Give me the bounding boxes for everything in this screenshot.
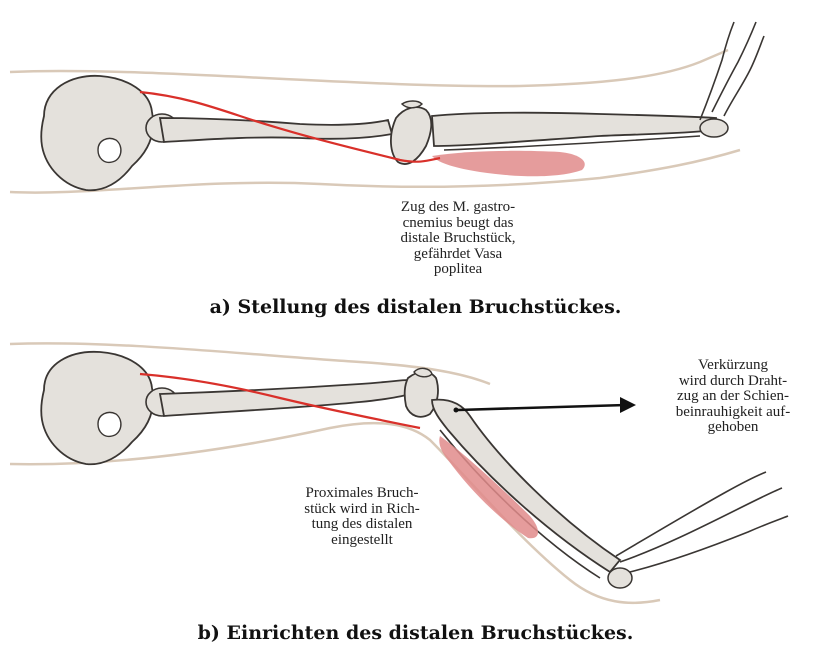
panel-a-annotation-line-1: Zug des M. gastro- [358,200,558,216]
panel-b-annotation-right-line-3: zug an der Schien- [638,389,828,405]
panel-b-pelvis [41,352,153,464]
panel-a-foot [700,22,764,120]
panel-b-annotation-right-line-2: wird durch Draht- [638,374,828,390]
panel-b-femur-proximal [160,380,410,416]
panel-a-annotation-line-5: poplitea [358,262,558,278]
panel-a-gastrocnemius [432,151,585,176]
panel-a-caption: a) Stellung des distalen Bruchstückes. [0,296,831,318]
panel-a-annotation: Zug des M. gastro- cnemius beugt das dis… [358,200,558,278]
panel-b-annotation-right-line-4: beinrauhigkeit auf- [638,405,828,421]
panel-b-annotation-left-line-4: eingestellt [252,533,472,549]
panel-b-annotation-right: Verkürzung wird durch Draht- zug an der … [638,358,828,436]
panel-b-annotation-right-line-1: Verkürzung [638,358,828,374]
panel-b-patella [414,368,432,376]
panel-a-tibia [432,113,716,146]
panel-a-annotation-line-4: gefährdet Vasa [358,247,558,263]
traction-arrow-origin [454,408,459,413]
panel-b-femur-distal-fragment [405,372,438,417]
panel-a-pelvis [41,76,153,190]
panel-a-heel [700,119,728,137]
panel-a-femur-distal-fragment [391,107,431,164]
panel-b-annotation-left-line-1: Proximales Bruch- [252,486,472,502]
panel-a-drawing [10,22,764,193]
panel-b-annotation-left-line-3: tung des distalen [252,517,472,533]
panel-b-caption: b) Einrichten des distalen Bruchstückes. [0,622,831,644]
panel-a-annotation-line-2: cnemius beugt das [358,216,558,232]
traction-arrow [454,397,637,413]
panel-b-annotation-right-line-5: gehoben [638,420,828,436]
panel-a-annotation-line-3: distale Bruchstück, [358,231,558,247]
traction-arrow-head [620,397,636,413]
panel-b-obturator-hole [98,412,121,436]
panel-b-foot [616,472,788,574]
panel-a-femur-proximal [160,118,392,142]
panel-a-patella [402,101,422,108]
panel-b-annotation-left: Proximales Bruch- stück wird in Rich- tu… [252,486,472,548]
panel-b-heel [608,568,632,588]
panel-b-annotation-left-line-2: stück wird in Rich- [252,502,472,518]
panel-a-obturator-hole [98,138,121,162]
traction-arrow-shaft [458,405,626,410]
